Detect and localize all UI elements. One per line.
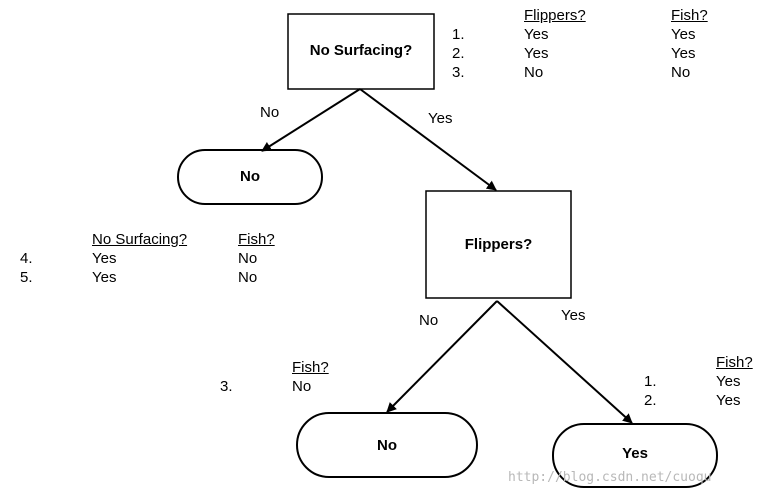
leaf-no-top-label: No xyxy=(240,168,260,185)
table-bottom-left-row-index: 3. xyxy=(220,378,233,395)
root-node-box xyxy=(287,13,435,90)
table-top-cell: Yes xyxy=(524,45,549,62)
flippers-node-box xyxy=(425,190,572,299)
table-left-row-index: 5. xyxy=(20,269,33,286)
edge-root-no-line xyxy=(261,88,361,152)
table-left-cell: No xyxy=(238,269,258,286)
table-top-row-index: 2. xyxy=(452,45,465,62)
table-left-header-fish: Fish? xyxy=(238,231,275,248)
leaf-no-bottom-shape xyxy=(296,412,478,478)
edge-flippers-no-line xyxy=(386,300,498,413)
watermark-text: http://blog.csdn.net/cuoqu xyxy=(508,470,712,485)
table-top-cell: Yes xyxy=(671,45,696,62)
table-top-cell: Yes xyxy=(524,26,549,43)
table-bottom-right-cell: Yes xyxy=(716,392,741,409)
edge-flippers-yes-label: Yes xyxy=(561,307,586,324)
leaf-no-bottom-label: No xyxy=(377,437,397,454)
table-left-header-no-surfacing: No Surfacing? xyxy=(92,231,188,248)
table-bottom-left-cell: No xyxy=(292,378,312,395)
edge-root-no-label: No xyxy=(260,104,280,121)
table-top-header-fish: Fish? xyxy=(671,7,708,24)
table-left-row-index: 4. xyxy=(20,250,33,267)
table-top-row-index: 3. xyxy=(452,64,465,81)
table-top-cell: No xyxy=(524,64,544,81)
table-left-cell: Yes xyxy=(92,250,117,267)
table-bottom-right-row-index: 2. xyxy=(644,392,657,409)
table-top-cell: Yes xyxy=(671,26,696,43)
leaf-no-top-shape xyxy=(177,149,323,205)
table-bottom-left-header-fish: Fish? xyxy=(292,359,329,376)
edge-root-yes-label: Yes xyxy=(428,110,453,127)
leaf-yes-bottom-label: Yes xyxy=(622,445,648,462)
table-top-row-index: 1. xyxy=(452,26,465,43)
root-node-label: No Surfacing? xyxy=(309,42,413,59)
table-top-header-flippers: Flippers? xyxy=(524,7,586,24)
table-bottom-right-header-fish: Fish? xyxy=(716,354,753,371)
edge-flippers-no-label: No xyxy=(419,312,439,329)
table-bottom-right-row-index: 1. xyxy=(644,373,657,390)
table-left-cell: Yes xyxy=(92,269,117,286)
table-top-cell: No xyxy=(671,64,691,81)
leaf-yes-bottom-shape xyxy=(552,423,718,488)
table-left-cell: No xyxy=(238,250,258,267)
edge-root-yes-line xyxy=(359,88,497,191)
edge-flippers-yes-line xyxy=(496,300,633,424)
table-bottom-right-cell: Yes xyxy=(716,373,741,390)
flippers-node-label: Flippers? xyxy=(464,236,533,253)
